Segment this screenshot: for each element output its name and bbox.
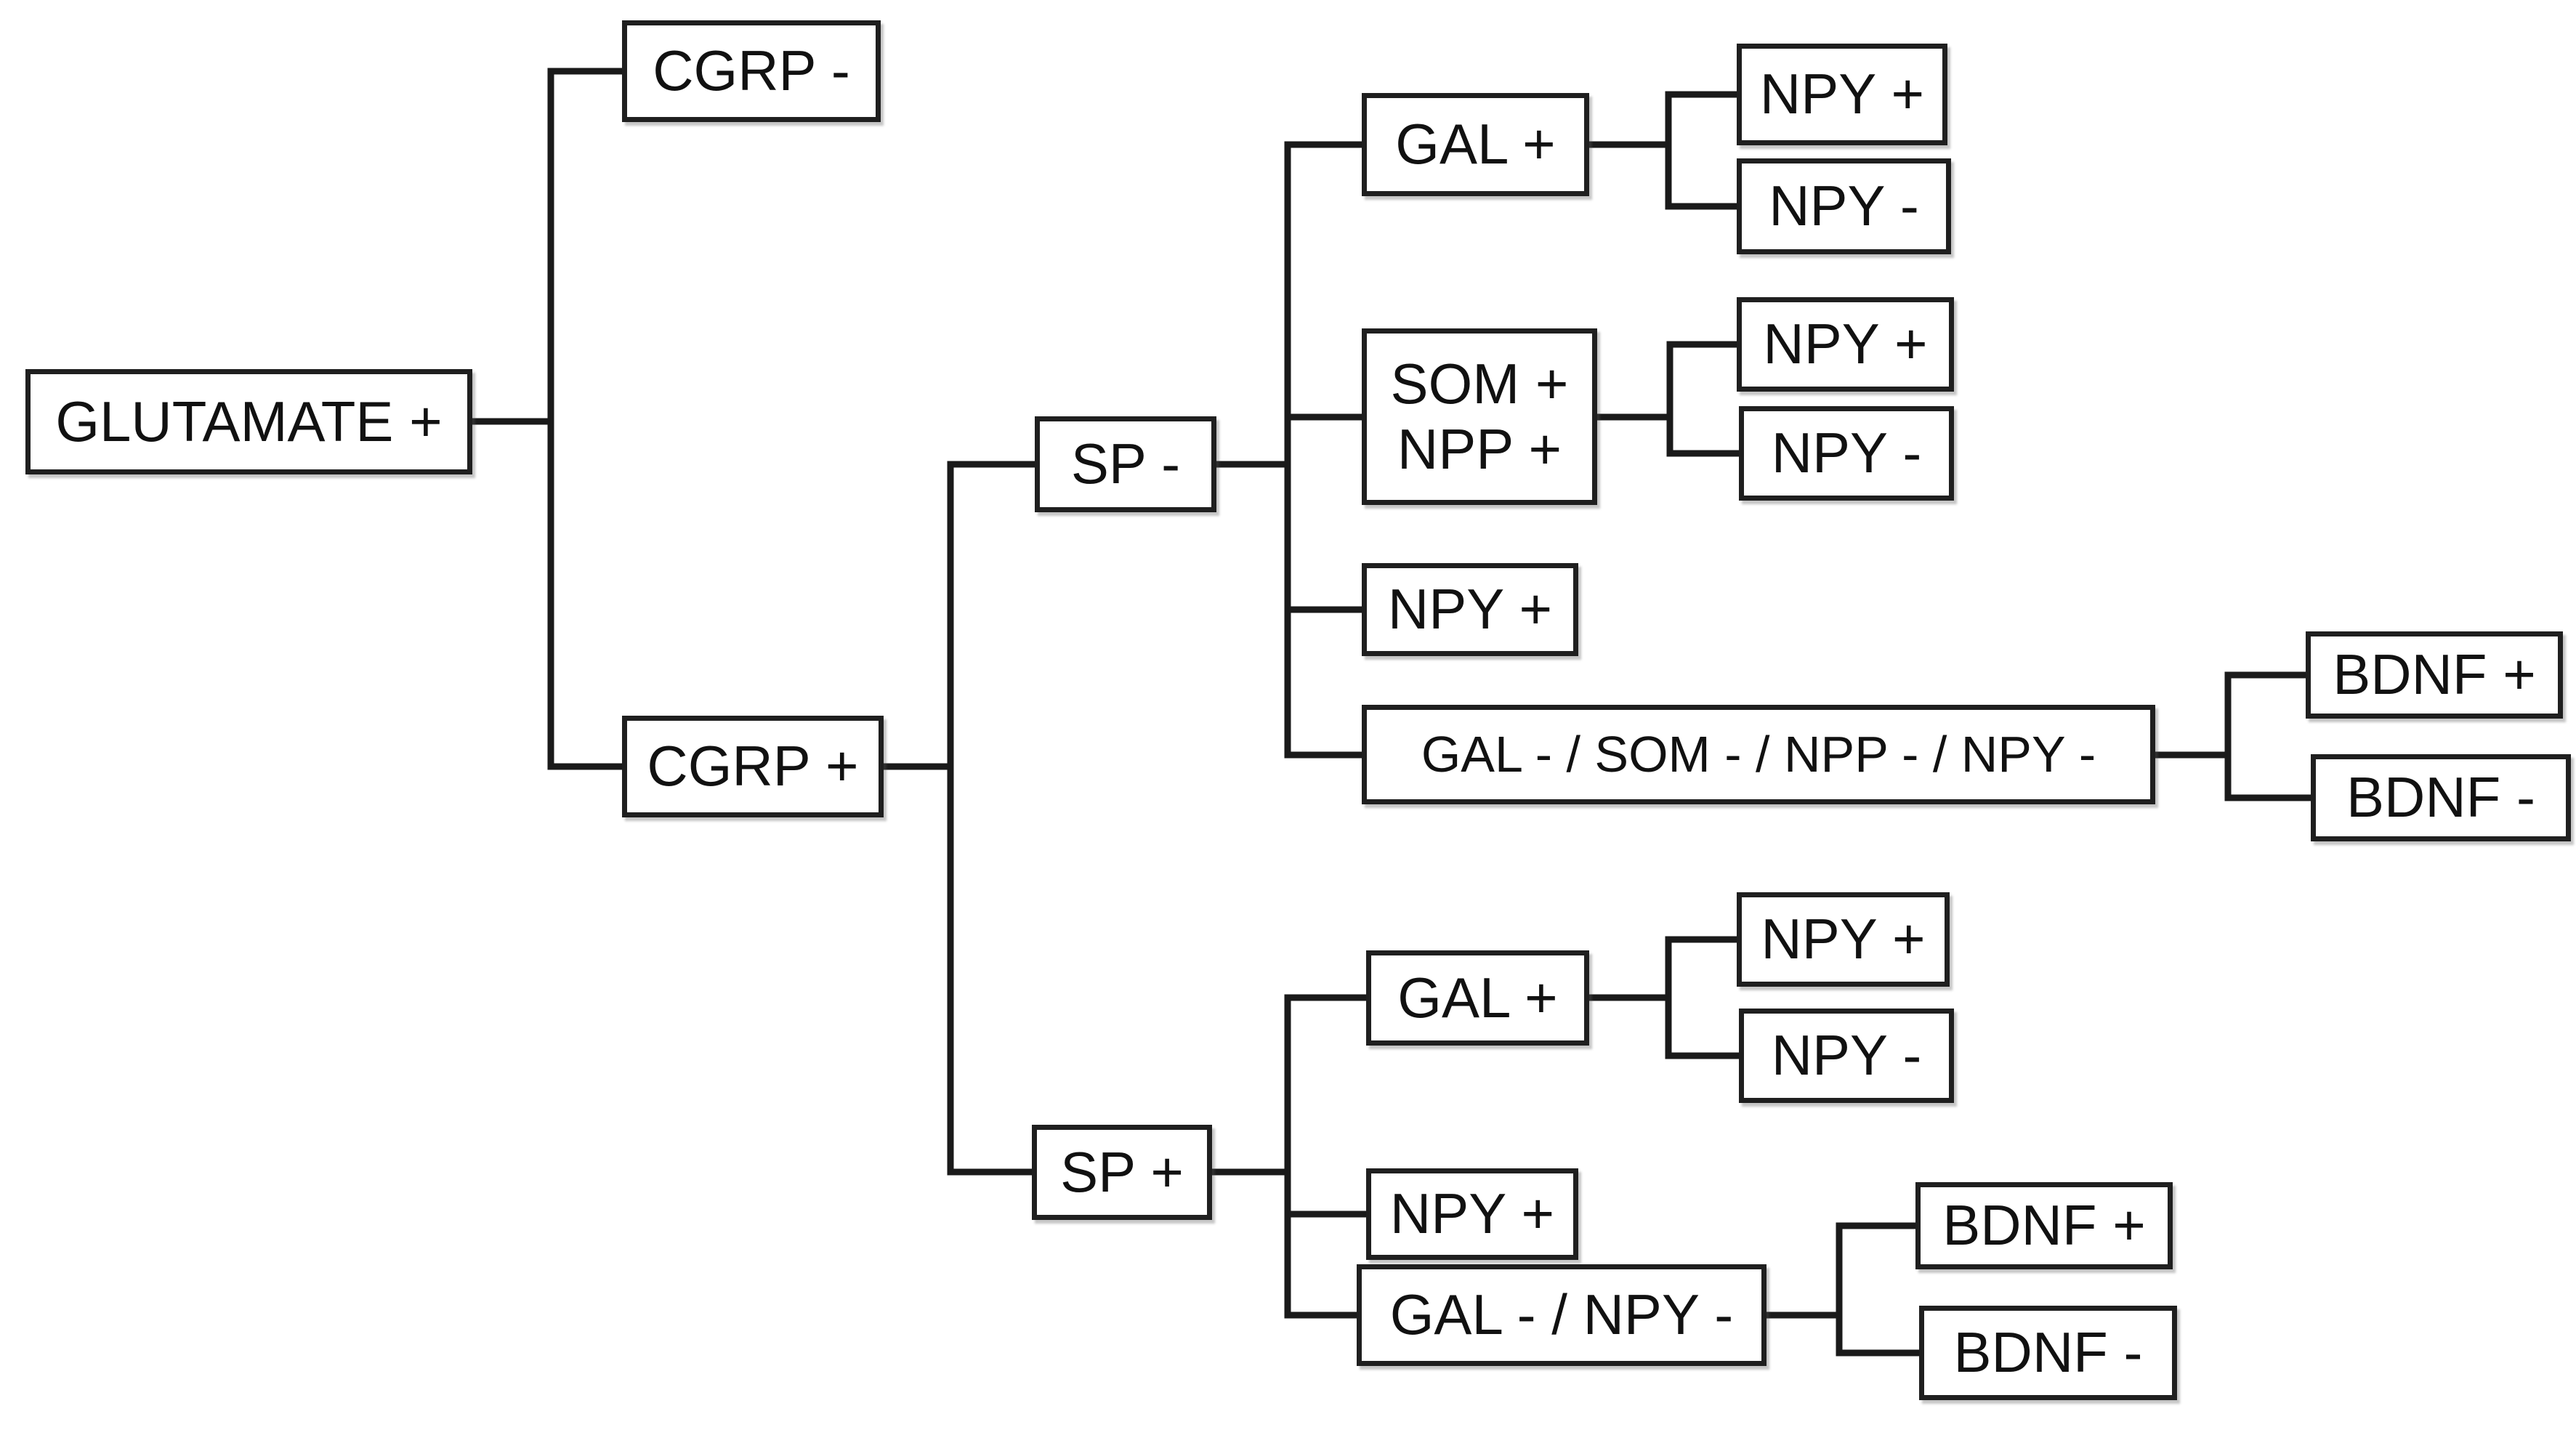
node-label-line2: NPP + bbox=[1397, 416, 1562, 481]
edge-spn-som-bracket bbox=[1666, 341, 1743, 457]
node-cgrp-neg: CGRP - bbox=[622, 20, 881, 122]
node-label: GAL - / SOM - / NPP - / NPY - bbox=[1421, 726, 2096, 783]
node-label: GLUTAMATE + bbox=[55, 389, 443, 453]
node-sp-pos-gal-npy-neg: NPY - bbox=[1739, 1009, 1954, 1103]
node-label: GAL + bbox=[1395, 112, 1556, 177]
edge-spn-gal-bracket bbox=[1665, 91, 1740, 210]
node-label: BDNF + bbox=[1942, 1193, 2146, 1258]
node-sp-neg-bdnf-pos: BDNF + bbox=[2306, 631, 2563, 719]
node-label: GAL - / NPY - bbox=[1389, 1282, 1734, 1347]
node-label: NPY + bbox=[1759, 62, 1925, 126]
node-label: NPY - bbox=[1771, 1023, 1922, 1088]
node-label: NPY + bbox=[1389, 1181, 1555, 1246]
edge-cgrp-bracket bbox=[547, 68, 626, 770]
edge-sp-bracket bbox=[947, 461, 1038, 1176]
node-sp-neg-bdnf-neg: BDNF - bbox=[2311, 754, 2571, 841]
edge-spp-bdnf-bracket bbox=[1836, 1222, 1923, 1357]
node-label: GAL + bbox=[1397, 965, 1558, 1030]
node-sp-pos-npy-pos: NPY + bbox=[1366, 1168, 1578, 1260]
node-label: BDNF - bbox=[1953, 1320, 2143, 1385]
node-label: NPY - bbox=[1769, 174, 1919, 238]
node-label: SOM + bbox=[1390, 351, 1569, 416]
node-sp-neg-gal-npy-pos: NPY + bbox=[1737, 44, 1947, 145]
node-label: BDNF - bbox=[2346, 765, 2535, 830]
node-sp-neg: SP - bbox=[1035, 416, 1216, 512]
node-label: NPY - bbox=[1771, 421, 1922, 485]
node-sp-neg-gal-npy-neg: NPY - bbox=[1737, 158, 1951, 254]
node-label: SP + bbox=[1060, 1139, 1184, 1204]
edge-sp-pos-bracket bbox=[1284, 994, 1370, 1319]
node-label: CGRP - bbox=[653, 39, 850, 103]
node-label: NPY + bbox=[1387, 577, 1553, 642]
node-label: BDNF + bbox=[2333, 642, 2536, 707]
node-label: SP - bbox=[1070, 432, 1181, 496]
edge-spn-bdnf-bracket bbox=[2224, 671, 2314, 801]
node-sp-pos: SP + bbox=[1032, 1125, 1212, 1220]
node-sp-pos-gal-npy-pos: NPY + bbox=[1737, 892, 1950, 987]
node-sp-neg-npy-pos: NPY + bbox=[1362, 563, 1578, 656]
node-label: CGRP + bbox=[647, 734, 859, 799]
edge-spp-gal-bracket bbox=[1665, 936, 1743, 1059]
node-sp-pos-gal-npy-all-neg: GAL - / NPY - bbox=[1357, 1264, 1767, 1366]
node-cgrp-pos: CGRP + bbox=[622, 716, 884, 817]
edge-sp-neg-bracket bbox=[1284, 141, 1365, 759]
node-sp-pos-bdnf-pos: BDNF + bbox=[1915, 1182, 2173, 1269]
node-sp-pos-bdnf-neg: BDNF - bbox=[1919, 1306, 2177, 1400]
node-sp-neg-gal-pos: GAL + bbox=[1362, 93, 1589, 196]
node-sp-neg-som-npy-pos: NPY + bbox=[1737, 297, 1954, 392]
node-label: NPY + bbox=[1761, 907, 1926, 971]
node-glutamate-pos: GLUTAMATE + bbox=[25, 369, 472, 474]
node-label: NPY + bbox=[1763, 312, 1928, 376]
node-sp-neg-all-neg: GAL - / SOM - / NPP - / NPY - bbox=[1362, 705, 2155, 804]
node-sp-neg-som-npp-pos: SOM + NPP + bbox=[1362, 328, 1597, 505]
node-sp-neg-som-npy-neg: NPY - bbox=[1739, 406, 1954, 501]
node-sp-pos-gal-pos: GAL + bbox=[1366, 950, 1589, 1046]
